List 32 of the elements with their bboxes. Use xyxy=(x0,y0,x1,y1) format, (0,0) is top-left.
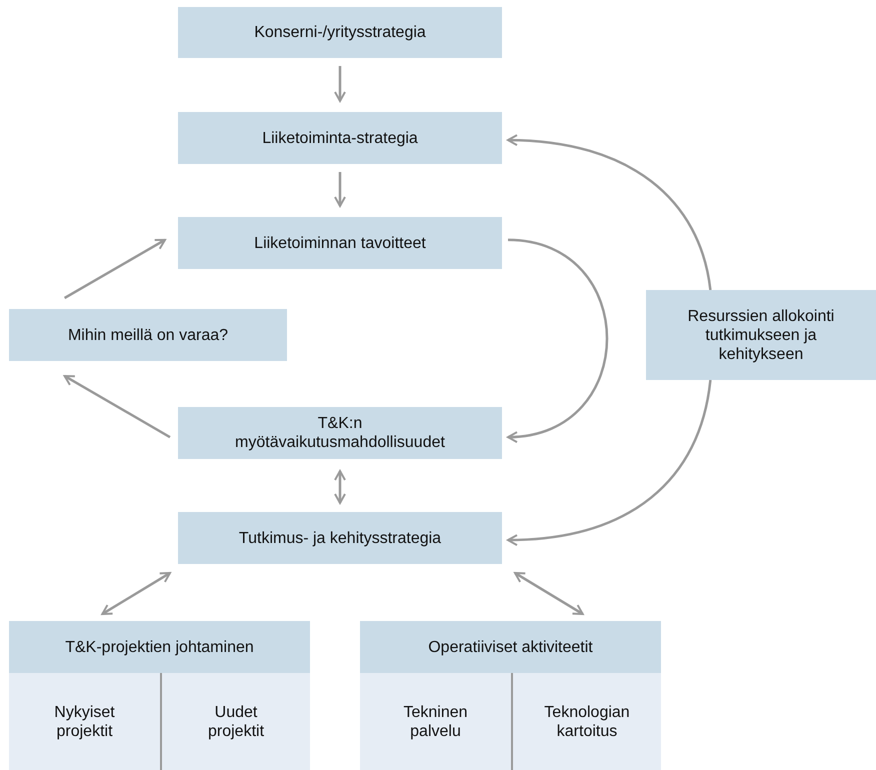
node-label: Mihin meillä on varaa? xyxy=(68,326,228,344)
node-label: Tekninen palvelu xyxy=(402,702,469,740)
group-box xyxy=(360,621,661,770)
process-box xyxy=(178,7,502,58)
process-box xyxy=(178,512,502,564)
node-label: Uudet projektit xyxy=(206,702,266,740)
node-label: Nykyiset projektit xyxy=(53,702,116,740)
node-label: T&K-projektien johtaminen xyxy=(65,638,254,656)
arrow xyxy=(507,238,608,442)
group-box xyxy=(9,621,310,770)
node-label: Teknologian kartoitus xyxy=(543,702,631,740)
process-box xyxy=(646,290,876,380)
arrow xyxy=(101,572,171,616)
arrow xyxy=(514,572,584,616)
arrow xyxy=(64,374,171,438)
arrow xyxy=(507,134,712,290)
node-label: Liiketoiminnan tavoitteet xyxy=(254,234,426,252)
process-box xyxy=(178,112,502,164)
node-label: Konserni-/yritysstrategia xyxy=(254,23,426,42)
node-label: Liiketoiminta-strategia xyxy=(262,128,418,148)
node-label: Resurssien allokointi tutkimukseen ja kehitykseen xyxy=(686,306,836,364)
arrow xyxy=(334,66,346,102)
arrow xyxy=(507,380,712,546)
process-box xyxy=(178,407,502,459)
node-label: T&K:n myötävaikutusmahdollisuudet xyxy=(234,414,446,452)
node-label: Tutkimus- ja kehitysstrategia xyxy=(238,528,442,548)
process-box xyxy=(178,217,502,269)
process-box xyxy=(9,309,287,361)
arrow xyxy=(64,238,166,300)
arrow xyxy=(334,172,346,207)
node-label: Operatiiviset aktiviteetit xyxy=(428,638,593,656)
arrow xyxy=(334,470,346,504)
